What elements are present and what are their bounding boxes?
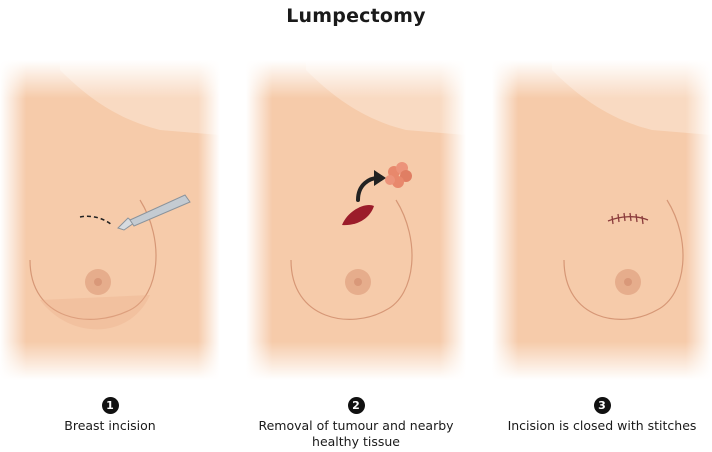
step-3-label: Incision is closed with stitches <box>492 418 712 434</box>
step-3-number-badge: 3 <box>594 397 611 414</box>
step-3: 3 Incision is closed with stitches <box>492 394 712 434</box>
breast-illustration-3 <box>492 60 712 380</box>
panel-breast-incision <box>0 60 220 380</box>
step-2-number-badge: 2 <box>348 397 365 414</box>
step-2: 2 Removal of tumour and nearby healthy t… <box>246 394 466 450</box>
step-1-label: Breast incision <box>0 418 220 434</box>
page-title: Lumpectomy <box>0 5 712 27</box>
step-1-number-badge: 1 <box>102 397 119 414</box>
step-2-label: Removal of tumour and nearby healthy tis… <box>246 418 466 450</box>
edge-fade-vertical <box>492 60 712 380</box>
breast-illustration-2 <box>246 60 466 380</box>
panel-incision-closed <box>492 60 712 380</box>
panel-tumour-removal <box>246 60 466 380</box>
edge-fade-vertical <box>0 60 220 380</box>
step-1: 1 Breast incision <box>0 394 220 434</box>
breast-illustration-1 <box>0 60 220 380</box>
edge-fade-vertical <box>246 60 466 380</box>
